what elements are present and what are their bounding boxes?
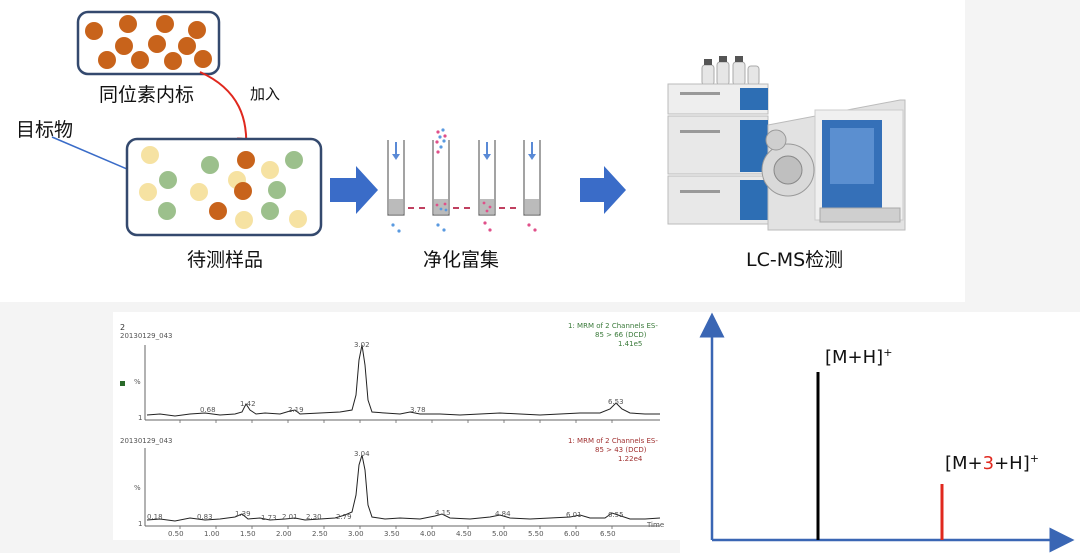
time-tick: 2.50 (312, 530, 328, 538)
trace1-peak: 1.42 (240, 400, 256, 408)
flow-arrow-2 (580, 166, 626, 214)
spe-cartridges (387, 128, 541, 233)
time-tick: 0.50 (168, 530, 184, 538)
target-label: 目标物 (16, 119, 74, 141)
time-tick: 5.50 (528, 530, 544, 538)
trace2-peak: 2.79 (336, 513, 352, 521)
trace2-y-one: 1 (138, 520, 143, 528)
isotope-balls (85, 15, 212, 70)
trace1-peak: 3.78 (410, 406, 426, 414)
trace2-peak: 4.84 (495, 510, 511, 518)
time-tick: 4.50 (456, 530, 472, 538)
trace2-header-3: 1.22e4 (618, 455, 643, 463)
time-tick: 2.00 (276, 530, 292, 538)
trace1-peak: 6.53 (608, 398, 624, 406)
time-tick: 3.00 (348, 530, 364, 538)
isotope-label: 同位素内标 (99, 84, 195, 106)
time-tick: 3.50 (384, 530, 400, 538)
trace2-peak: 0.83 (197, 513, 213, 521)
trace2-file: 20130129_043 (120, 437, 173, 445)
time-tick: 1.00 (204, 530, 220, 538)
chromatogram-trace-2 (146, 454, 661, 522)
chromatogram-graphics (120, 344, 661, 529)
trace2-peak: 4.15 (435, 509, 451, 517)
spe-dots (391, 128, 537, 233)
sample-balls (139, 146, 307, 229)
time-tick: 6.00 (564, 530, 580, 538)
sample-box (125, 137, 323, 237)
lcms-instrument (667, 56, 906, 231)
time-tick: 5.00 (492, 530, 508, 538)
trace1-y-label: % (134, 378, 141, 386)
trace2-y-label: % (134, 484, 141, 492)
trace1-peak: 0.68 (200, 406, 216, 414)
trace2-peak: 1.73 (261, 514, 277, 522)
purify-label: 净化富集 (423, 249, 500, 271)
flow-arrow-1 (330, 166, 378, 214)
trace1-peak: 3.02 (354, 341, 370, 349)
chrom-panel-number: 2 (120, 323, 126, 332)
trace2-header-2: 85 > 43 (DCD) (595, 446, 647, 454)
time-tick: 4.00 (420, 530, 436, 538)
sample-label: 待测样品 (187, 249, 264, 271)
trace2-peak: 2.30 (306, 513, 322, 521)
ms-peak-2-label: [M+3+H]+ (945, 452, 1039, 474)
time-tick: 6.50 (600, 530, 616, 538)
chromatogram-trace-1 (146, 344, 660, 417)
trace2-peak: 6.01 (566, 511, 582, 519)
trace1-file: 20130129_043 (120, 332, 173, 340)
trace1-y-one: 1 (138, 414, 143, 422)
trace1-header-2: 85 > 66 (DCD) (595, 331, 647, 339)
trace2-peak: 3.04 (354, 450, 370, 458)
trace2-header-1: 1: MRM of 2 Channels ES- (568, 437, 658, 445)
mass-spectrum-graphics (699, 312, 1075, 553)
trace2-peak: 0.18 (147, 513, 163, 521)
add-label: 加入 (250, 85, 281, 103)
trace1-peak: 2.19 (288, 406, 304, 414)
trace1-header-1: 1: MRM of 2 Channels ES- (568, 322, 658, 330)
trace2-peak: 1.39 (235, 510, 251, 518)
trace2-peak: 2.01 (282, 513, 298, 521)
mass-spectrum-panel (680, 312, 1080, 553)
trace2-peak: 6.55 (608, 511, 624, 519)
chromatogram-panel (113, 312, 680, 540)
trace1-header-3: 1.41e5 (618, 340, 643, 348)
ms-peak-1-label: [M+H]+ (825, 346, 893, 368)
time-label: Time (647, 521, 665, 529)
lcms-label: LC-MS检测 (746, 249, 844, 271)
time-tick: 1.50 (240, 530, 256, 538)
isotope-standard-box (76, 10, 221, 76)
